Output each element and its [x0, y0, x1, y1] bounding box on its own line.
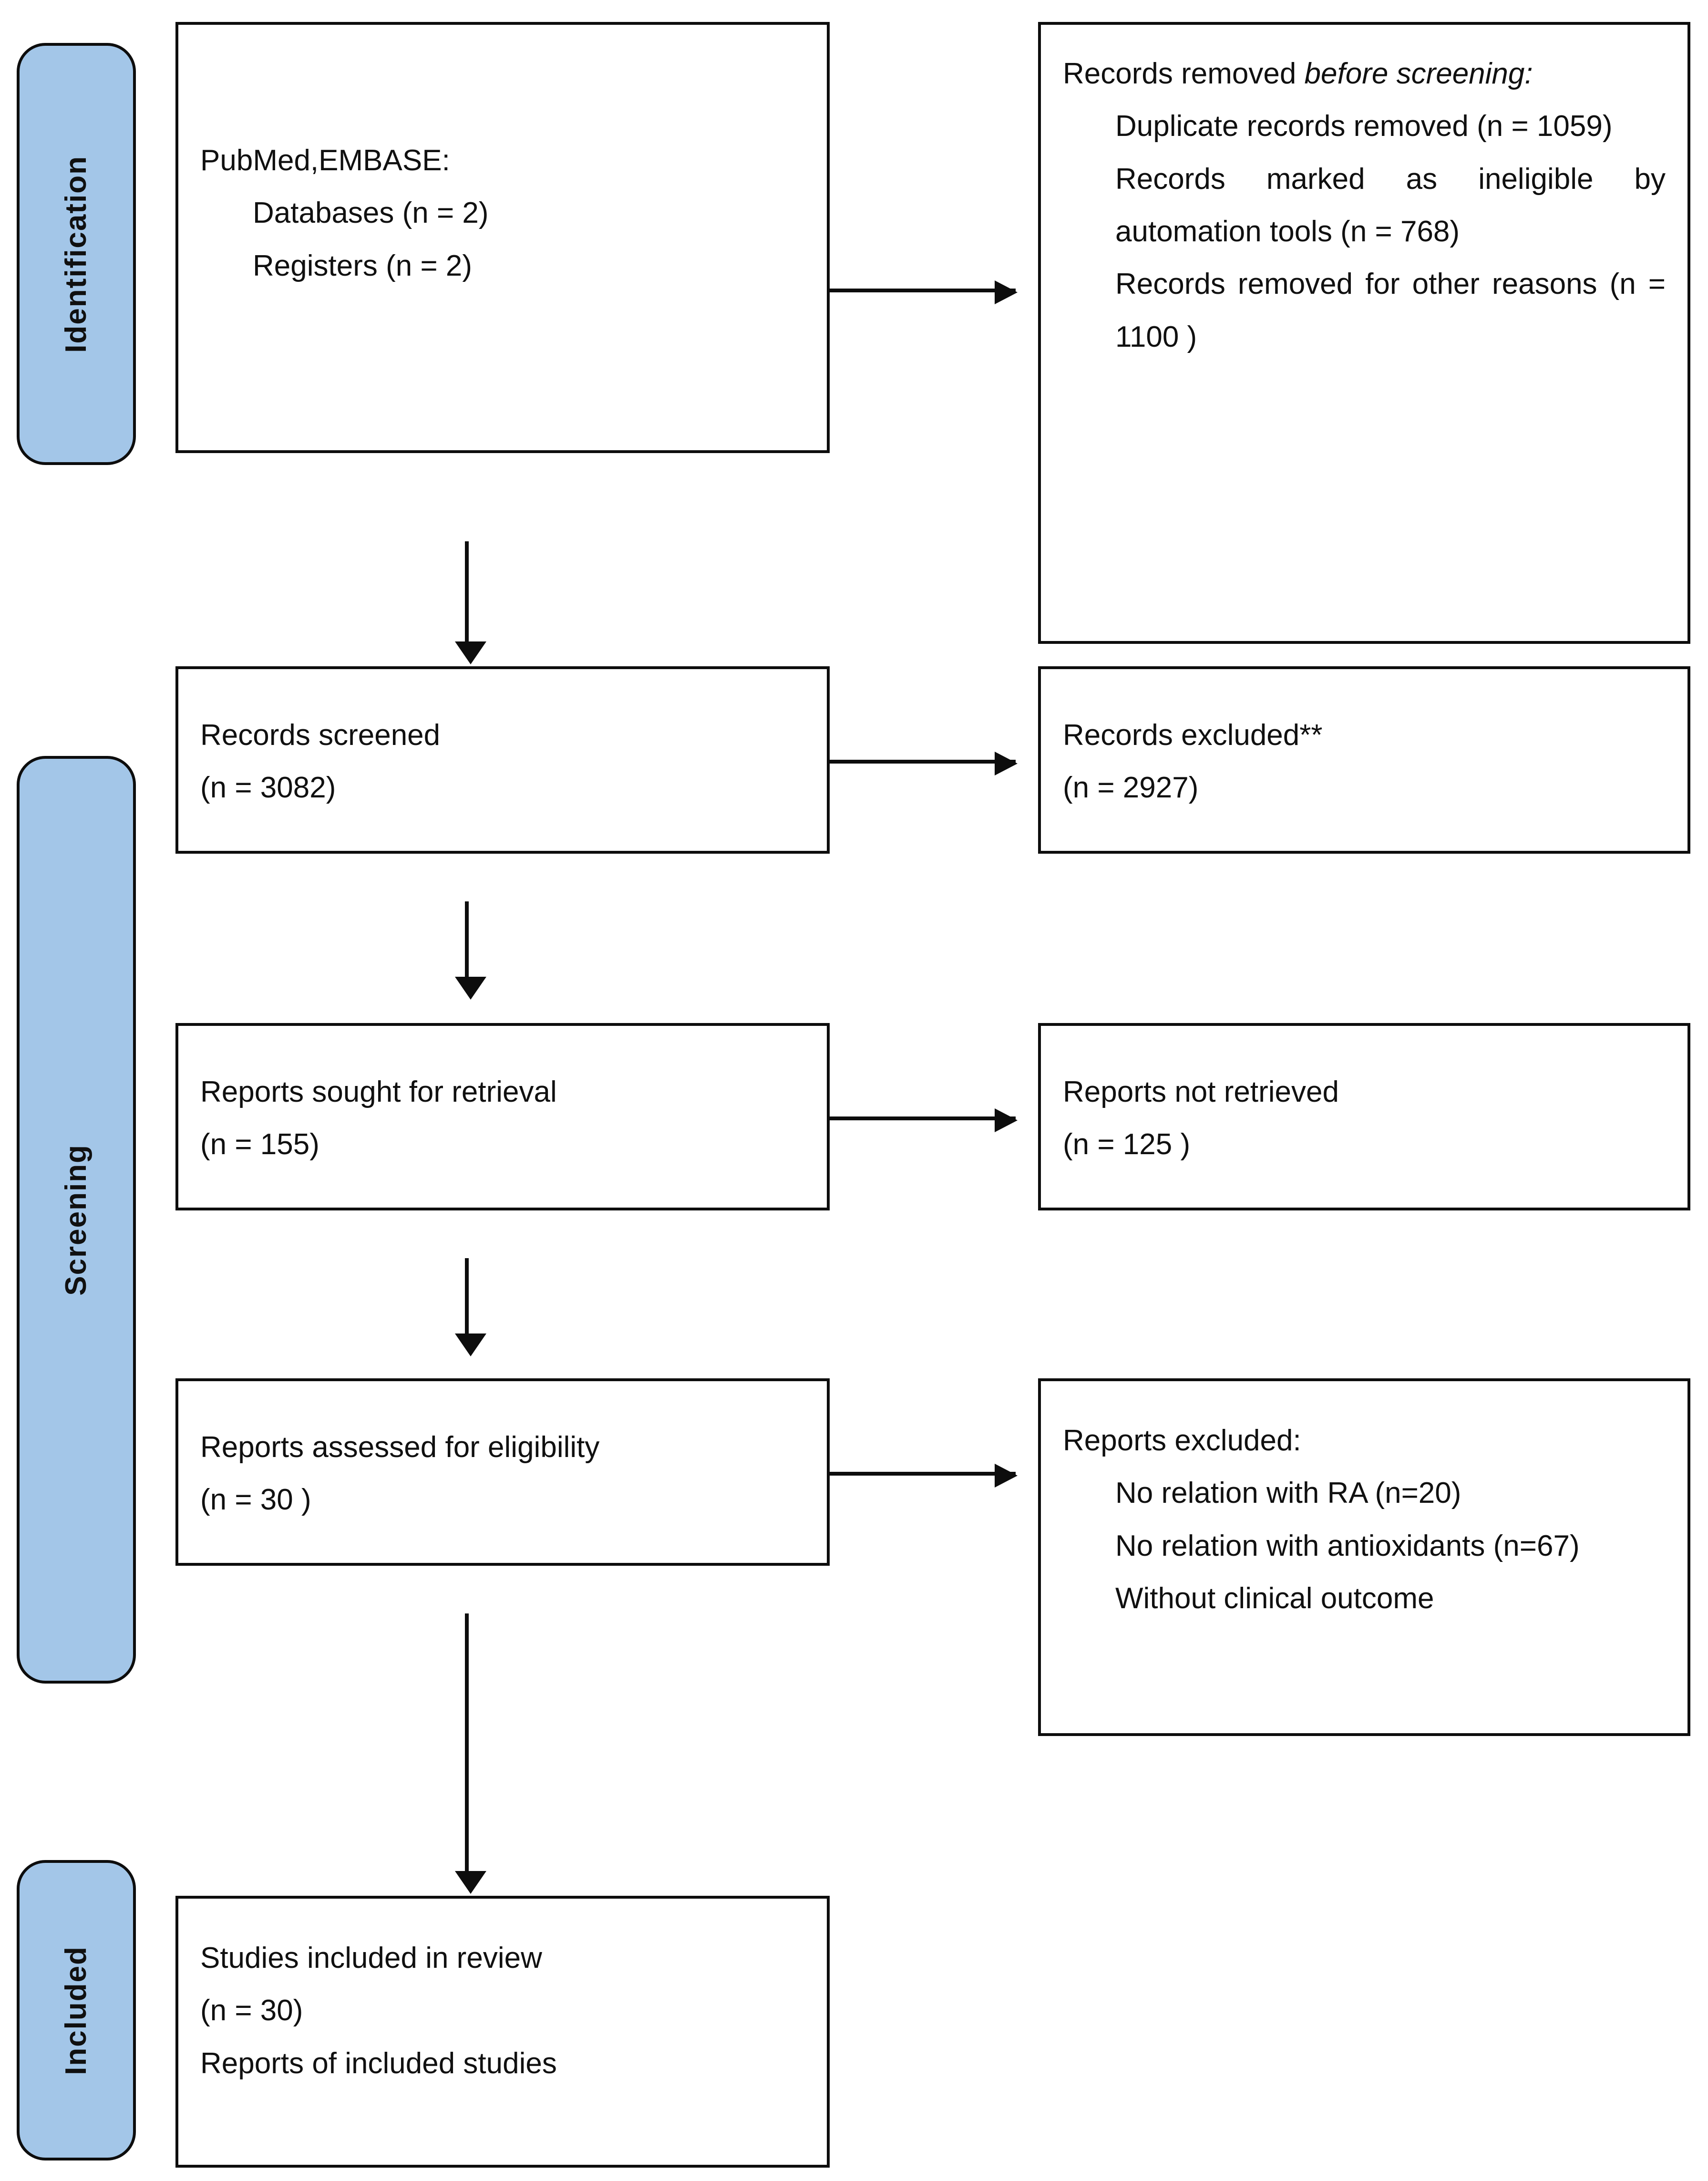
phase-bar-identification: Identification	[17, 43, 136, 465]
box-records-removed-before-screening: Records removed before screening: Duplic…	[1038, 22, 1690, 644]
reports-not-retrieved-line-1: Reports not retrieved	[1063, 1075, 1339, 1108]
records-removed-heading-normal: Records removed	[1063, 57, 1305, 90]
records-removed-heading-colon: :	[1524, 57, 1533, 90]
box-identification-sources: PubMed,EMBASE: Databases (n = 2) Registe…	[175, 22, 830, 453]
box-reports-excluded: Reports excluded: No relation with RA (n…	[1038, 1378, 1690, 1736]
studies-included-line-2: (n = 30)	[200, 1994, 303, 2027]
phase-label-screening: Screening	[60, 1144, 93, 1296]
sources-line-1: PubMed,EMBASE:	[200, 144, 450, 177]
arrow-screened-to-excluded	[830, 752, 1018, 775]
records-removed-item-3: Records removed for other reasons (n = 1…	[1115, 268, 1666, 353]
reports-assessed-line-1: Reports assessed for eligibility	[200, 1431, 600, 1464]
reports-excluded-heading: Reports excluded:	[1063, 1424, 1301, 1457]
arrow-identification-to-screened	[455, 541, 486, 664]
reports-sought-line-1: Reports sought for retrieval	[200, 1075, 557, 1108]
box-reports-not-retrieved: Reports not retrieved (n = 125 )	[1038, 1023, 1690, 1210]
reports-assessed-line-2: (n = 30 )	[200, 1483, 311, 1517]
sources-line-3: Registers (n = 2)	[253, 249, 473, 282]
phase-bar-screening: Screening	[17, 756, 136, 1684]
arrow-identification-to-removed	[830, 280, 1018, 304]
studies-included-line-3: Reports of included studies	[200, 2047, 557, 2080]
records-removed-item-1: Duplicate records removed (n = 1059)	[1115, 110, 1613, 143]
records-excluded-line-2: (n = 2927)	[1063, 771, 1199, 805]
phase-label-included: Included	[60, 1945, 93, 2075]
reports-not-retrieved-line-2: (n = 125 )	[1063, 1128, 1191, 1161]
arrow-assessed-to-included	[455, 1613, 486, 1894]
arrow-screened-to-sought	[455, 901, 486, 1000]
reports-excluded-item-1: No relation with RA (n=20)	[1115, 1477, 1461, 1510]
box-studies-included-in-review: Studies included in review (n = 30) Repo…	[175, 1896, 830, 2168]
studies-included-line-1: Studies included in review	[200, 1942, 542, 1974]
arrow-sought-to-not-retrieved	[830, 1108, 1018, 1132]
records-excluded-line-1: Records excluded**	[1063, 719, 1323, 752]
reports-sought-line-2: (n = 155)	[200, 1128, 319, 1161]
records-removed-heading-italic: before screening	[1304, 57, 1525, 90]
records-removed-heading: Records removed before screening:	[1063, 48, 1666, 100]
phase-label-identification: Identification	[60, 155, 93, 353]
box-reports-assessed-for-eligibility: Reports assessed for eligibility (n = 30…	[175, 1378, 830, 1566]
reports-excluded-item-2: No relation with antioxidants (n=67)	[1115, 1529, 1580, 1562]
box-records-excluded: Records excluded** (n = 2927)	[1038, 666, 1690, 854]
phase-bar-included: Included	[17, 1860, 136, 2160]
arrow-assessed-to-reports-excluded	[830, 1464, 1018, 1488]
box-records-screened: Records screened (n = 3082)	[175, 666, 830, 854]
arrow-sought-to-assessed	[455, 1258, 486, 1356]
box-reports-sought-for-retrieval: Reports sought for retrieval (n = 155)	[175, 1023, 830, 1210]
reports-excluded-item-3: Without clinical outcome	[1115, 1582, 1434, 1615]
sources-line-2: Databases (n = 2)	[253, 196, 489, 230]
records-screened-line-1: Records screened	[200, 719, 441, 752]
records-screened-line-2: (n = 3082)	[200, 771, 336, 805]
records-removed-item-2: Records marked as ineligible by automati…	[1115, 162, 1666, 248]
